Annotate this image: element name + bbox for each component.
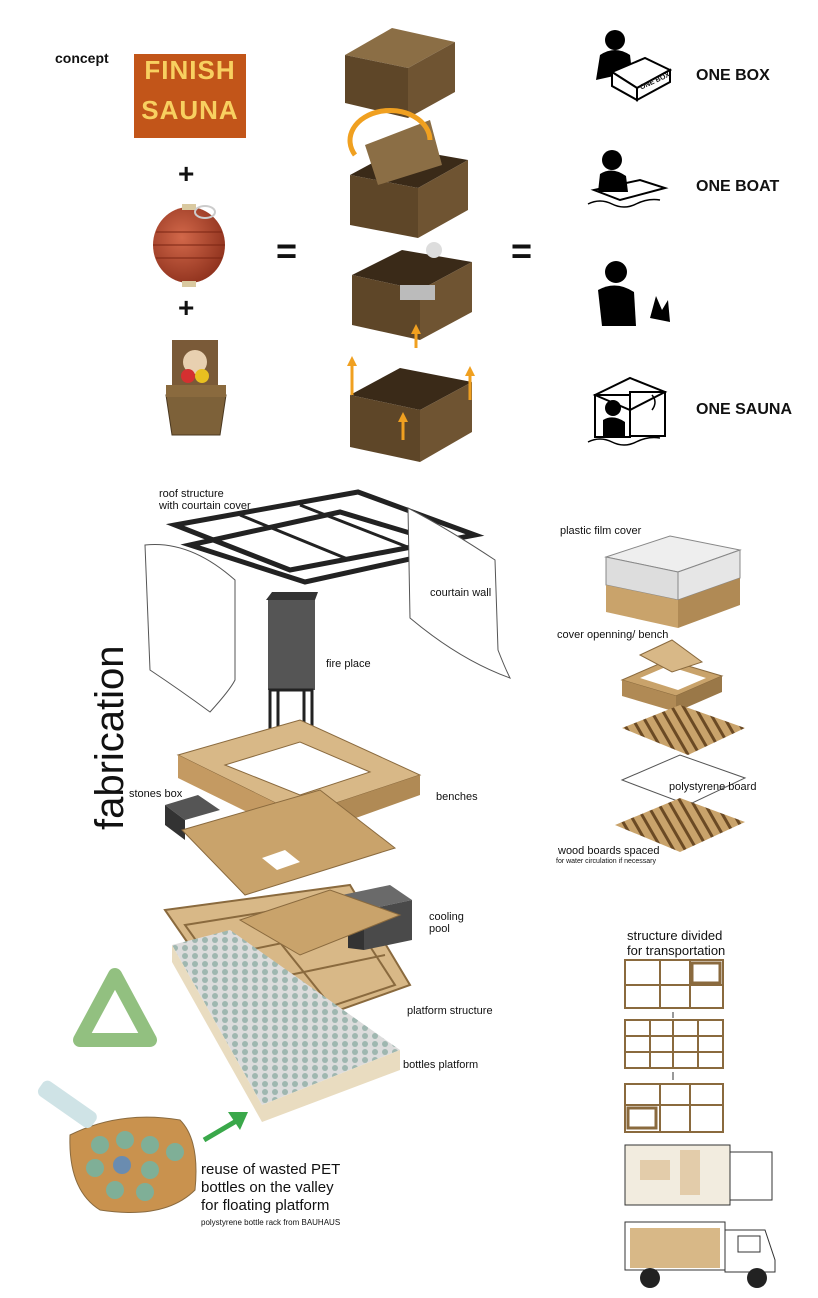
wood-boards-spaced (615, 798, 745, 852)
wood-boards-upper (622, 705, 745, 755)
fabrication-title: fabrication (88, 645, 132, 830)
curtain-wall-left (144, 543, 236, 713)
label-courtain-wall: courtain wall (430, 587, 492, 599)
truck-side-view (624, 1221, 776, 1288)
label-stones-box: stones box (129, 788, 183, 800)
label-reuse-pet: reuse of wasted PET bottles on the valle… (201, 1161, 341, 1214)
label-roof-structure: roof structure with courtain cover (159, 488, 251, 512)
label-platform-structure: platform structure (407, 1005, 493, 1017)
equals-sign-2: = (511, 230, 533, 271)
transport-grid-3 (624, 1083, 724, 1133)
bottles-platform (172, 930, 400, 1122)
polystyrene-board (620, 754, 747, 806)
label-cooling-pool: cooling pool (429, 911, 464, 935)
person-in-sauna-icon (587, 376, 668, 446)
outcome-label-one-box: ONE BOX (696, 67, 770, 84)
truck-top-view (624, 1144, 773, 1206)
label-plastic-film-cover: plastic film cover (560, 525, 642, 537)
finish-sauna-logo (134, 54, 246, 138)
floor-board (181, 789, 397, 896)
plus-sign-1: + (178, 158, 195, 189)
person-with-fire-icon (598, 261, 670, 326)
recycle-bottles-icon (73, 968, 157, 1047)
label-fire-place: fire place (326, 658, 371, 670)
platform-cover (238, 889, 402, 956)
outcome-label-one-boat: ONE BOAT (696, 178, 780, 195)
transport-grid-2 (624, 1019, 724, 1069)
paper-lantern-image (153, 204, 225, 287)
label-water-circulation: for water circulation if necessary (556, 858, 656, 865)
curtain-wall-right (407, 507, 512, 679)
stones-box (165, 795, 220, 840)
green-arrow (202, 1112, 248, 1143)
outcome-label-one-sauna: ONE SAUNA (696, 401, 793, 418)
label-polystyrene-board: polystyrene board (669, 781, 757, 793)
logo-text-finish: FINISH (144, 55, 236, 85)
label-bottle-rack-source: polystyrene bottle rack from BAUHAUS (201, 1218, 341, 1227)
plastic-film-box (604, 535, 742, 628)
label-cover-opening-bench: cover openning/ bench (557, 629, 669, 641)
concept-label: concept (55, 50, 109, 66)
jack-in-the-box-image (165, 340, 227, 436)
label-transport-title: structure divided for transportation (627, 928, 726, 958)
label-benches: benches (436, 791, 478, 803)
equals-sign-1: = (276, 230, 298, 271)
box-sequence (345, 28, 475, 462)
bottle-rack (37, 1080, 197, 1213)
plus-sign-2: + (178, 292, 195, 323)
person-with-box-icon (596, 30, 673, 102)
logo-text-sauna: SAUNA (141, 95, 239, 125)
cover-opening-bench (620, 639, 724, 712)
label-wood-boards-spaced: wood boards spaced (558, 845, 660, 857)
person-in-boat-icon (587, 150, 669, 208)
label-bottles-platform: bottles platform (403, 1059, 479, 1071)
transport-grid-1 (624, 959, 724, 1009)
